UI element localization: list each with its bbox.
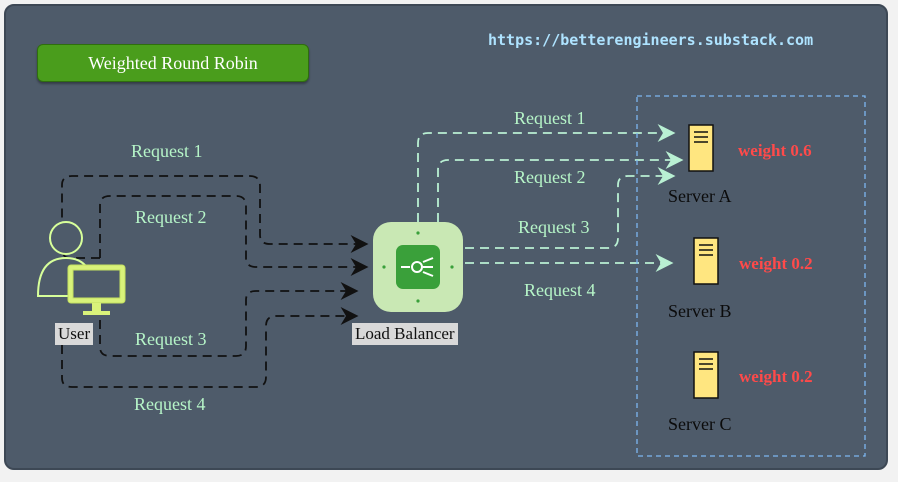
server-c-weight: weight 0.2 [739, 367, 813, 386]
user-label: User [55, 323, 94, 345]
user-connector-1 [61, 175, 369, 259]
source-url: https://betterengineers.substack.com [488, 31, 814, 49]
monitor-icon [67, 264, 126, 315]
lb-request-label-2: Request 2 [514, 167, 586, 187]
lb-connector-3 [465, 167, 676, 249]
servers-group-box [636, 95, 866, 457]
lb-request-label-3: Request 3 [518, 217, 590, 237]
server-a-icon [688, 124, 714, 172]
server-b-icon [693, 237, 719, 285]
server-c-label: Server C [668, 414, 732, 434]
server-a-weight: weight 0.6 [738, 141, 812, 160]
lb-connector-2 [437, 151, 684, 222]
server-a-label: Server A [668, 186, 732, 206]
load-balancer-icon [373, 222, 463, 312]
user-connector-2 [99, 195, 369, 276]
server-b-label: Server B [668, 301, 732, 321]
user-request-label-3: Request 3 [135, 329, 207, 349]
user-to-lb-connectors [61, 175, 369, 388]
user-request-label-4: Request 4 [134, 394, 206, 414]
server-b-weight: weight 0.2 [739, 254, 813, 273]
user-request-label-2: Request 2 [135, 207, 207, 227]
lb-request-label-4: Request 4 [524, 280, 596, 300]
load-balancer-label: Load Balancer [352, 323, 458, 345]
user-connector-4 [61, 307, 359, 388]
lb-request-label-1: Request 1 [514, 108, 586, 128]
lb-to-server-connectors [417, 124, 684, 272]
lb-connector-1 [417, 124, 676, 222]
user-request-label-1: Request 1 [131, 141, 203, 161]
user-connector-3 [99, 282, 359, 357]
server-c-icon [693, 351, 719, 399]
title-box: Weighted Round Robin [37, 44, 309, 82]
